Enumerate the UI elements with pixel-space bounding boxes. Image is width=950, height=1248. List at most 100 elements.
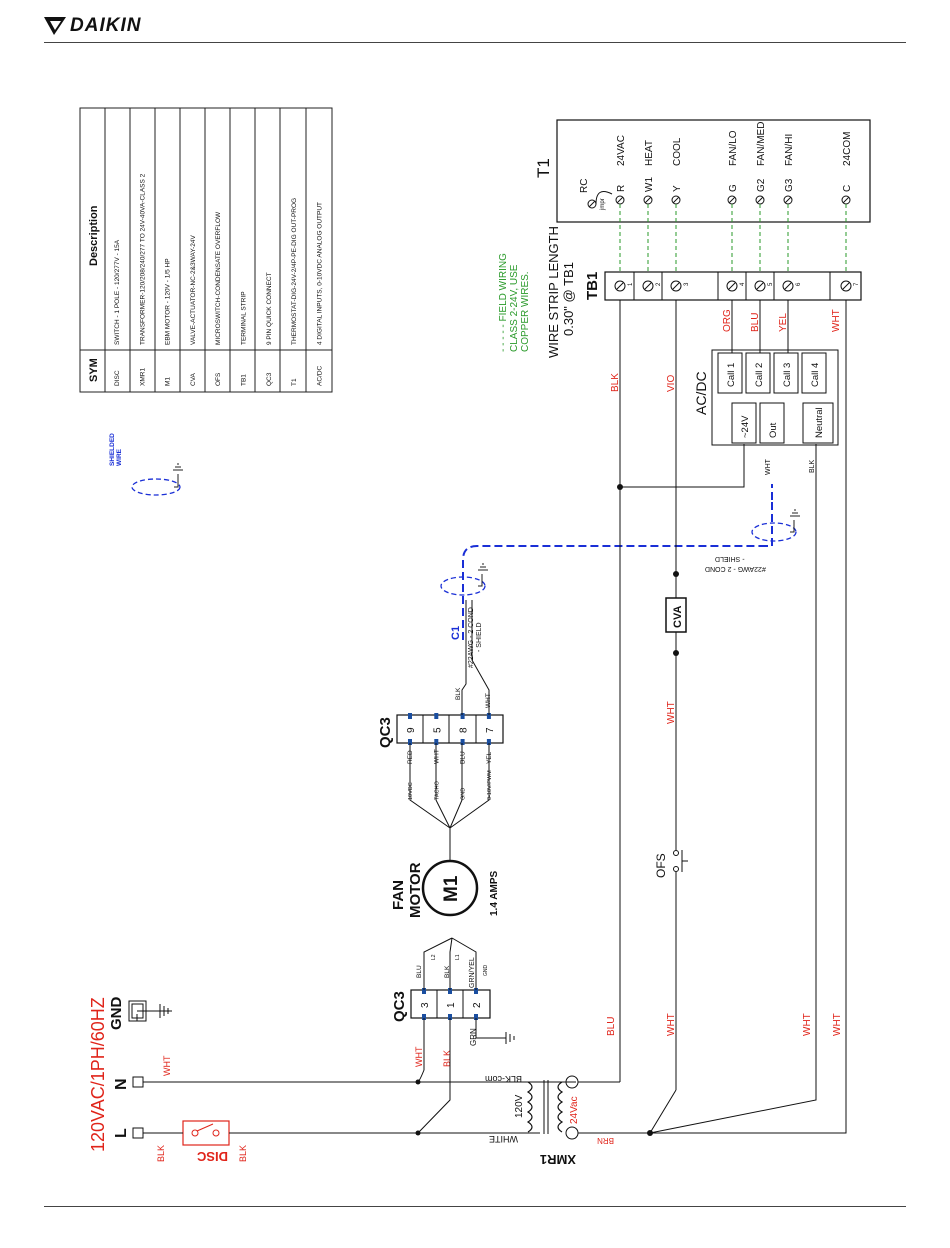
wire-label-wht-ofs: WHT bbox=[666, 1013, 677, 1036]
motor-amps: 1.4 AMPS bbox=[489, 870, 500, 916]
qc3-signal-pin-marker bbox=[486, 713, 491, 719]
wire-label-wht-c: WHT bbox=[832, 1013, 843, 1036]
transformer-xmr1: XMR1 120V 24Vac WHITE BLK-com BRN bbox=[485, 1074, 653, 1167]
tb1-color-yel: YEL bbox=[778, 313, 789, 332]
qc3-power-pin-1: 1 bbox=[446, 1002, 457, 1008]
acdc-input-3: Call 3 bbox=[782, 363, 793, 387]
legend-desc-7: THERMOSTAT-DIG-24V-2/4P-PE-DIG OUT-PROG bbox=[291, 198, 298, 345]
wire-label-vio: VIO bbox=[666, 375, 677, 392]
acdc-input-4: Call 4 bbox=[810, 363, 821, 387]
t1-function-W1: HEAT bbox=[644, 140, 655, 166]
legend-sym-2: M1 bbox=[165, 377, 172, 386]
field-wiring-line-1: - - - - - FIELD WIRING bbox=[498, 253, 509, 352]
qc3-signal-pin-marker bbox=[486, 739, 491, 745]
tb1-terminal-screw bbox=[614, 280, 626, 292]
acdc-power-1: Out bbox=[768, 422, 779, 438]
t1-terminal-G: G bbox=[728, 184, 739, 192]
qc3-signal-wire-out-blk: BLK bbox=[455, 687, 462, 700]
qc3-signal-pin-9: 9 bbox=[406, 727, 417, 733]
legend-sym-6: QC3 bbox=[266, 372, 273, 386]
legend-sym-4: OFS bbox=[215, 372, 222, 386]
legend-desc-8: 4 DIGITAL INPUTS, 0-10VDC ANALOG OUTPUT bbox=[316, 202, 323, 345]
tb1-terminal-3: 3 bbox=[684, 282, 690, 286]
t1-terminal-G3: G3 bbox=[784, 178, 795, 192]
tb1-terminal-screw bbox=[754, 280, 766, 292]
qc3-signal-pin-5: 5 bbox=[432, 727, 443, 733]
cable-c1: C1 #22AWG - 2 COND - SHIELD #22AWG - 2 C… bbox=[440, 484, 800, 668]
acdc-title: AC/DC bbox=[693, 371, 709, 415]
tb1-terminal-slot bbox=[728, 282, 736, 290]
acdc-power-2: Neutral bbox=[814, 407, 825, 438]
motor-id: M1 bbox=[441, 875, 462, 902]
legend-sym-8: AC/DC bbox=[316, 365, 323, 386]
acdc-wire-wht: WHT bbox=[765, 458, 772, 475]
xmr1-primary-voltage: 120V bbox=[514, 1094, 525, 1118]
qc3-power-wire-in-grn: GRN bbox=[469, 1028, 478, 1046]
gnd-label: GND bbox=[108, 997, 125, 1031]
legend-desc-0: SWITCH - 1 POLE - 120/277V - 15A bbox=[114, 239, 121, 345]
xmr1-secondary-voltage: 24Vac bbox=[569, 1096, 580, 1124]
tb1-color-org: ORG bbox=[722, 309, 733, 332]
header-rule bbox=[44, 42, 906, 43]
qc3-signal-title: QC3 bbox=[377, 717, 394, 748]
qc3-signal-wire-1: WHT bbox=[433, 749, 440, 764]
qc3-signal-func-2: GND bbox=[461, 788, 467, 800]
thermostat-t1: T1 RC jmpr R24VACW1HEATYCOOLGFAN/LOG2FAN… bbox=[534, 119, 871, 272]
t1-terminal-W1: W1 bbox=[644, 177, 655, 192]
acdc-power-0: ~24V bbox=[740, 415, 751, 438]
acdc-input-box bbox=[745, 352, 771, 394]
tb1-terminal-slot bbox=[616, 282, 624, 290]
qc3-power-title: QC3 bbox=[391, 991, 408, 1022]
n-wire-color: WHT bbox=[162, 1055, 172, 1076]
tb1-strip-length-1: WIRE STRIP LENGTH bbox=[546, 226, 561, 358]
qc3-signal-pin-marker bbox=[408, 739, 412, 745]
qc3-power-lead-l2: L2 bbox=[431, 954, 437, 960]
tb1-terminal-slot bbox=[756, 282, 764, 290]
xmr1-id: XMR1 bbox=[540, 1152, 576, 1167]
qc3-power-pin-marker bbox=[422, 988, 426, 994]
t1-terminal-Y: Y bbox=[672, 185, 683, 192]
l-wire-color: BLK bbox=[156, 1145, 166, 1162]
wire-label-wht-cva: WHT bbox=[666, 701, 677, 724]
tb1-terminal-7: 7 bbox=[854, 282, 860, 286]
qc3-signal-func-1: TACHO bbox=[434, 780, 440, 800]
t1-rc-label: RC bbox=[579, 179, 590, 193]
qc3-power-pin-marker bbox=[448, 988, 452, 994]
acdc-power-box bbox=[731, 402, 757, 444]
power-supply: 120VAC/1PH/60HZ GND N WHT L BLK DISC BLK bbox=[88, 997, 576, 1164]
daikin-logo-icon bbox=[44, 17, 66, 35]
qc3-signal-pin-marker bbox=[408, 713, 412, 719]
legend-sym-0: DISC bbox=[114, 370, 121, 386]
t1-function-R: 24VAC bbox=[616, 135, 627, 166]
t1-terminal-slot bbox=[616, 196, 624, 204]
tb1-strip-length-2: 0.30" @ TB1 bbox=[561, 262, 576, 336]
tb1-terminal-4: 4 bbox=[740, 282, 746, 286]
qc3-signal-pin-7: 7 bbox=[485, 727, 496, 733]
disc-label: DISC bbox=[196, 1149, 228, 1164]
tb1-terminal-slot bbox=[842, 282, 850, 290]
legend-desc-2: EBM MOTOR - 120V - 1/5 HP bbox=[165, 258, 172, 345]
l-terminal-label: L bbox=[113, 1128, 130, 1138]
t1-terminal-slot bbox=[784, 196, 792, 204]
t1-jumper-label: jmpr bbox=[600, 198, 606, 211]
xmr1-brn-lead: BRN bbox=[597, 1136, 614, 1145]
tb1-terminal-5: 5 bbox=[768, 282, 774, 286]
legend-sym-1: XMR1 bbox=[139, 368, 146, 386]
qc3-power-pin-marker bbox=[422, 1014, 426, 1020]
t1-terminal-G2: G2 bbox=[756, 178, 767, 192]
qc3-power-lead-gnd: GND bbox=[483, 965, 489, 977]
acdc-wire-blk: BLK bbox=[809, 459, 816, 473]
qc3-power-pin-marker bbox=[474, 1014, 478, 1020]
qc3-power-pin-marker bbox=[448, 1014, 452, 1020]
acdc-input-box bbox=[773, 352, 799, 394]
t1-terminal-slot bbox=[728, 196, 736, 204]
acdc-input-1: Call 1 bbox=[726, 363, 737, 387]
qc3-power-pin-3: 3 bbox=[420, 1002, 431, 1008]
qc3-signal-wire-2: BLU bbox=[460, 751, 467, 764]
t1-function-G3: FAN/HI bbox=[784, 134, 795, 166]
